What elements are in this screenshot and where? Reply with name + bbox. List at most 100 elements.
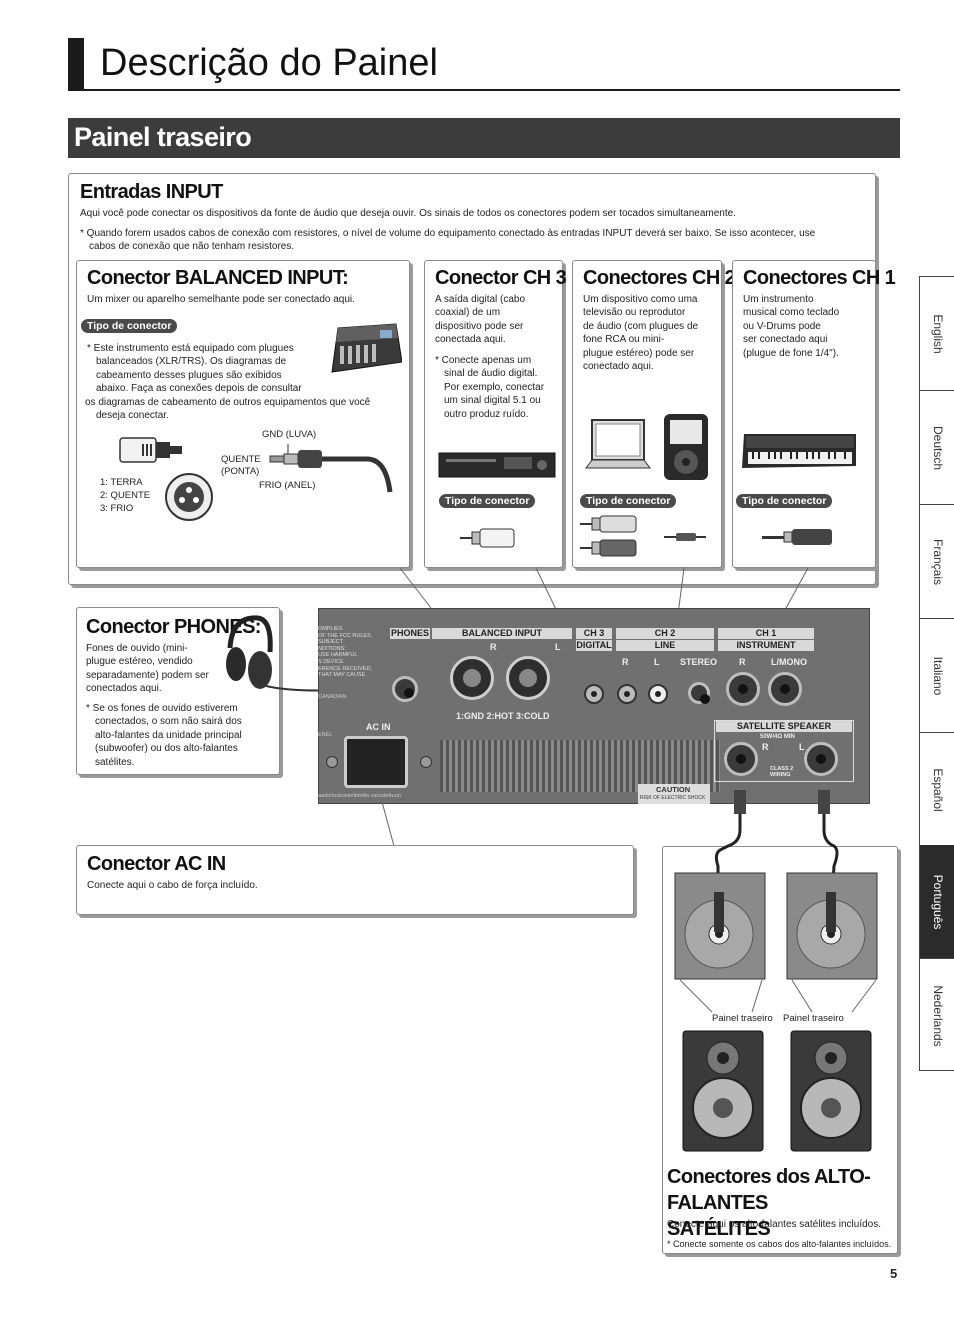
phones-text-line: separadamente) podem ser: [86, 669, 209, 681]
ch3-note-line: um sinal digital 5.1 ou: [444, 395, 541, 407]
ch1-text-line: ser conectado aqui: [743, 334, 828, 346]
speaker-front-left-image: [682, 1030, 764, 1152]
trs-plug-image: [268, 444, 398, 500]
speaker-back-left-image: [674, 872, 766, 980]
phones-note-line: * Se os fones de ouvido estiverem: [86, 703, 238, 714]
input-note-2: cabos de conexão que não tenham resistor…: [89, 241, 295, 252]
speaker-back-right-image: [786, 872, 878, 980]
satellite-note: * Conecte somente os cabos dos alto-fala…: [667, 1239, 892, 1249]
balanced-note-line: os diagramas de cabeamento de outros equ…: [85, 396, 371, 408]
quente-label: QUENTE (PONTA): [221, 454, 261, 478]
phones-text: Fones de ouvido (mini- plugue estéreo, v…: [86, 642, 209, 696]
balanced-note-line: deseja conectar.: [96, 410, 169, 422]
panel-ch2-label: CH 2: [616, 628, 714, 639]
phones-note-line: conectados, o som não sairá dos: [95, 716, 242, 728]
balanced-input-l-jack[interactable]: [506, 656, 550, 700]
tab-nederlands[interactable]: Nederlands: [920, 959, 954, 1073]
ch3-note: * Conecte apenas um sinal de áudio digit…: [435, 354, 544, 421]
phones-jack[interactable]: [392, 676, 418, 702]
balanced-note: * Este instrumento está equipado com plu…: [85, 342, 407, 422]
satellite-r-jack[interactable]: [724, 742, 758, 776]
panel-ch1-r-label: R: [739, 657, 746, 667]
tab-italiano[interactable]: Italiano: [920, 619, 954, 733]
panel-ch1-label: CH 1: [718, 628, 814, 639]
ch1-text-line: musical como teclado: [743, 307, 840, 319]
fcc-text: OMPLIES OF THE FCC RULES. SUBJECT NDITIO…: [318, 626, 372, 679]
caution-text: CAUTION: [656, 785, 691, 794]
title-bar: [68, 38, 84, 90]
input-heading: Entradas INPUT: [80, 181, 223, 203]
tab-espanol[interactable]: Español: [920, 733, 954, 847]
ch3-connector-tag: Tipo de conector: [439, 494, 536, 508]
risk-text: RISK OF ELECTRIC SHOCK: [640, 795, 706, 801]
ch1-connector-tag: Tipo de conector: [736, 494, 833, 508]
title-rule: [68, 89, 900, 91]
ch2-l-jack[interactable]: [648, 684, 668, 704]
tab-label: Español: [931, 767, 945, 812]
music-player-image: [662, 412, 710, 482]
tab-english[interactable]: English: [920, 277, 954, 391]
fcc-line: OMPLIES: [318, 626, 343, 632]
phones-box: [76, 607, 280, 775]
ac-in-socket[interactable]: [344, 736, 408, 788]
ch2-text-line: conectado aqui.: [583, 361, 654, 373]
balanced-input-r-jack[interactable]: [450, 656, 494, 700]
gnd-label: GND (LUVA): [262, 429, 317, 440]
ch1-text-line: (plugue de fone 1/4").: [743, 347, 839, 359]
panel-line-label: LINE: [616, 640, 714, 651]
balanced-input-box: [76, 260, 410, 568]
ch2-stereo-jack[interactable]: [688, 682, 710, 704]
phones-heading: Conector PHONES:: [86, 616, 261, 638]
ch1-text-line: Um instrumento: [743, 294, 814, 305]
tab-francais[interactable]: Français: [920, 505, 954, 619]
section-title: Painel traseiro: [74, 122, 252, 152]
tab-label: English: [931, 313, 945, 354]
class2-line: CLASS 2: [770, 766, 794, 772]
ch1-phone-plug-image: [762, 526, 834, 548]
section-band: [68, 118, 900, 158]
xlr-pin-labels: 1: TERRA 2: QUENTE 3: FRIO: [100, 476, 150, 515]
balanced-heading: Conector BALANCED INPUT:: [87, 267, 349, 289]
ch3-text-line: conectada aqui.: [435, 334, 506, 346]
fcc-line: NDITIONS:: [318, 645, 346, 652]
laptop-image: [584, 416, 654, 476]
tab-portugues[interactable]: Português: [920, 845, 954, 959]
satellite-heading-line: SATÉLITES: [667, 1218, 771, 1240]
enel-text: ENEL: [318, 732, 333, 738]
satellite-l-jack[interactable]: [804, 742, 838, 776]
panel-balanced-label: BALANCED INPUT: [432, 628, 572, 639]
panel-digital-label: DIGITAL: [576, 640, 612, 651]
tab-label: Português: [931, 874, 945, 929]
ch2-connector-tag: Tipo de conector: [580, 494, 677, 508]
satellite-text: Conecte aqui os alto-falantes satélites …: [667, 1219, 882, 1230]
phones-text-line: conectados aqui.: [86, 683, 162, 695]
page-number: 5: [890, 1266, 898, 1281]
tab-label: Français: [931, 538, 945, 585]
ch3-digital-jack[interactable]: [584, 684, 604, 704]
tab-label: Deutsch: [931, 425, 945, 470]
ch1-r-jack[interactable]: [726, 672, 760, 706]
speaker-callout-lines: [679, 979, 877, 1013]
ch3-text-line: dispositivo pode ser: [435, 320, 524, 332]
balanced-note-line: cabeamento desses plugues são exibidos: [96, 369, 282, 381]
tab-deutsch[interactable]: Deutsch: [920, 391, 954, 505]
ch2-text-line: plugue estéreo) pode ser: [583, 347, 695, 359]
ch2-text-line: Um dispositivo como uma: [583, 294, 698, 305]
fcc-line: OF THE FCC RULES.: [318, 632, 373, 639]
ch3-note-line: * Conecte apenas um: [435, 355, 532, 366]
speaker-front-right-image: [790, 1030, 872, 1152]
pin1-label: 1: TERRA: [100, 477, 143, 488]
ch2-r-jack[interactable]: [617, 684, 637, 704]
phones-note-line: alto-falantes da unidade principal: [95, 729, 242, 741]
pin3-label: 3: FRIO: [100, 503, 134, 514]
panel-phones-label: PHONES: [390, 628, 430, 639]
ch1-lmono-jack[interactable]: [768, 672, 802, 706]
panel-ch3-label: CH 3: [576, 628, 612, 639]
ch1-text: Um instrumento musical como teclado ou V…: [743, 293, 839, 360]
ch3-rca-plug-image: [460, 526, 520, 550]
panel-instrument-label: INSTRUMENT: [718, 640, 814, 651]
balanced-connector-tag: Tipo de conector: [81, 319, 178, 333]
xlr-pinout-icon: [164, 472, 214, 522]
ch3-note-line: Por exemplo, conectar: [444, 381, 545, 393]
ch2-text-line: fone RCA ou mini-: [583, 334, 665, 346]
